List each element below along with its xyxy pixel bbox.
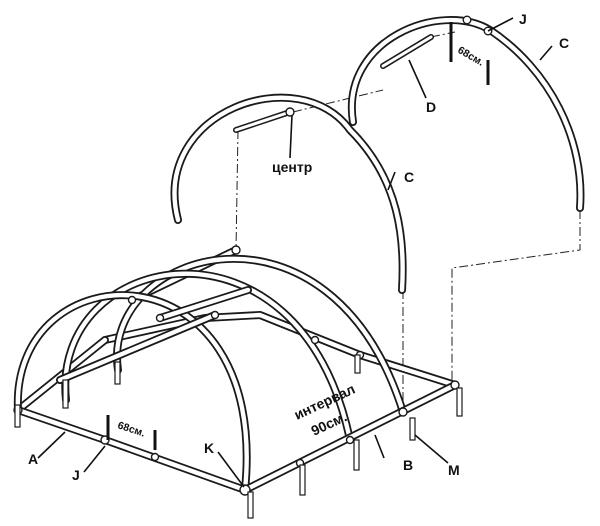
label-D: D — [426, 99, 436, 115]
label-B: B — [403, 457, 413, 473]
exploded-arch-center — [170, 93, 407, 294]
leader-lines — [37, 17, 553, 488]
label-spacing-front: 68см. — [116, 419, 147, 439]
assembled-arch-front — [13, 291, 251, 494]
label-center: центр — [272, 159, 312, 175]
label-C-right: C — [559, 35, 569, 51]
assembled-arch-rear — [113, 254, 407, 416]
label-J-top: J — [519, 11, 527, 27]
label-K: K — [204, 440, 214, 456]
label-J-front: J — [72, 467, 80, 483]
arch-cross-braces — [56, 286, 252, 384]
label-A: A — [28, 451, 38, 467]
label-C-center: C — [404, 169, 414, 185]
assembled-arch-middle — [61, 269, 354, 444]
base-frame-rear — [14, 311, 459, 414]
label-spacing-top: 68см. — [456, 44, 486, 69]
label-M: M — [448, 462, 460, 478]
assembly-guide-lines — [235, 31, 581, 415]
measurement-ticks — [106, 22, 490, 450]
ground-pegs — [14, 354, 463, 519]
